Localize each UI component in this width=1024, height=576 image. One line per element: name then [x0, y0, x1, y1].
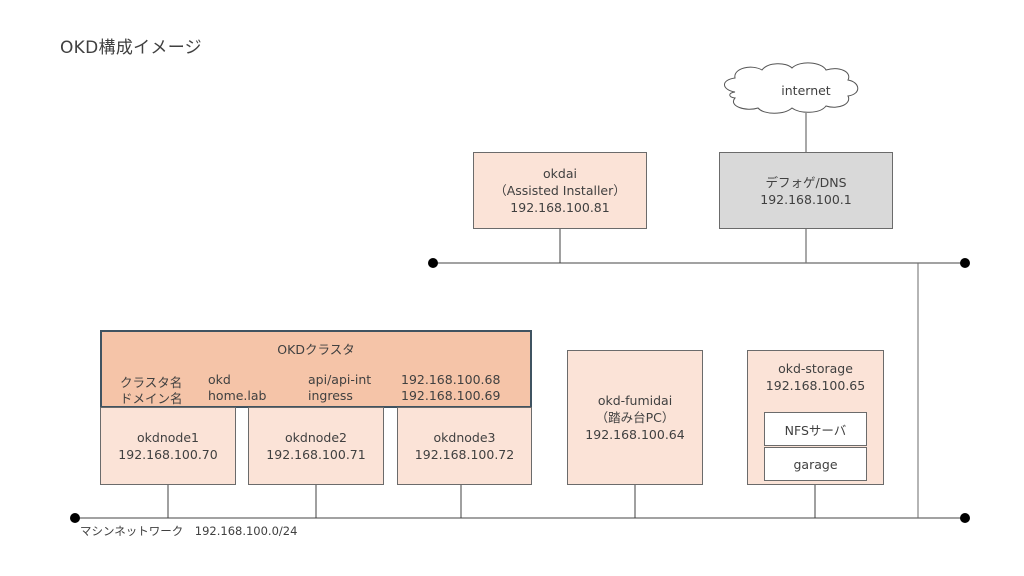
node-ip: 192.168.100.71 — [266, 447, 366, 462]
okdai-box: okdai （Assisted Installer） 192.168.100.8… — [473, 152, 647, 229]
ingress-key: ingress — [308, 388, 353, 403]
ingress-ip: 192.168.100.69 — [401, 388, 501, 403]
node-box-okdnode3: okdnode3 192.168.100.72 — [397, 407, 532, 485]
garage-box: garage — [764, 447, 867, 481]
domain-name-value: home.lab — [208, 388, 267, 403]
cluster-title: OKDクラスタ — [277, 342, 355, 357]
upper-bus-left-end — [428, 258, 438, 268]
fumidai-role: （踏み台PC） — [595, 410, 675, 425]
node-box-okdnode2: okdnode2 192.168.100.71 — [248, 407, 384, 485]
node-name: okdnode3 — [433, 430, 496, 445]
nfs-server-box: NFSサーバ — [764, 412, 867, 446]
node-ip: 192.168.100.70 — [118, 447, 218, 462]
gateway-ip: 192.168.100.1 — [760, 191, 852, 207]
internet-cloud-icon — [724, 62, 859, 114]
gateway-name: デフォゲ/DNS — [765, 174, 847, 190]
okd-cluster-header: OKDクラスタ クラスタ名 okd api/api-int 192.168.10… — [100, 330, 532, 408]
cluster-row: クラスタ名 okd api/api-int 192.168.100.68 — [102, 372, 530, 390]
okdai-ip: 192.168.100.81 — [510, 200, 610, 215]
page-title: OKD構成イメージ — [60, 38, 202, 58]
machine-network-label: マシンネットワーク 192.168.100.0/24 — [80, 524, 298, 538]
api-key: api/api-int — [308, 372, 372, 387]
node-box-okdnode1: okdnode1 192.168.100.70 — [100, 407, 236, 485]
okdai-name: okdai — [543, 166, 577, 181]
fumidai-ip: 192.168.100.64 — [585, 427, 685, 442]
cluster-name-key: クラスタ名 — [120, 375, 183, 390]
okdai-role: （Assisted Installer） — [494, 183, 626, 198]
api-ip: 192.168.100.68 — [401, 372, 501, 387]
fumidai-box: okd-fumidai （踏み台PC） 192.168.100.64 — [567, 350, 703, 485]
node-name: okdnode2 — [285, 430, 347, 445]
storage-ip: 192.168.100.65 — [765, 378, 866, 393]
lower-bus-left-end — [70, 513, 80, 523]
gateway-box: デフォゲ/DNS 192.168.100.1 — [719, 152, 893, 229]
node-name: okdnode1 — [137, 430, 199, 445]
cluster-name-value: okd — [208, 372, 231, 387]
storage-name: okd-storage — [778, 361, 853, 376]
node-ip: 192.168.100.72 — [414, 447, 515, 462]
lower-bus-right-end — [960, 513, 970, 523]
fumidai-name: okd-fumidai — [597, 393, 673, 408]
internet-label: internet — [781, 83, 831, 98]
domain-name-key: ドメイン名 — [120, 391, 183, 406]
upper-bus-right-end — [960, 258, 970, 268]
cluster-row: ドメイン名 home.lab ingress 192.168.100.69 — [102, 388, 530, 406]
